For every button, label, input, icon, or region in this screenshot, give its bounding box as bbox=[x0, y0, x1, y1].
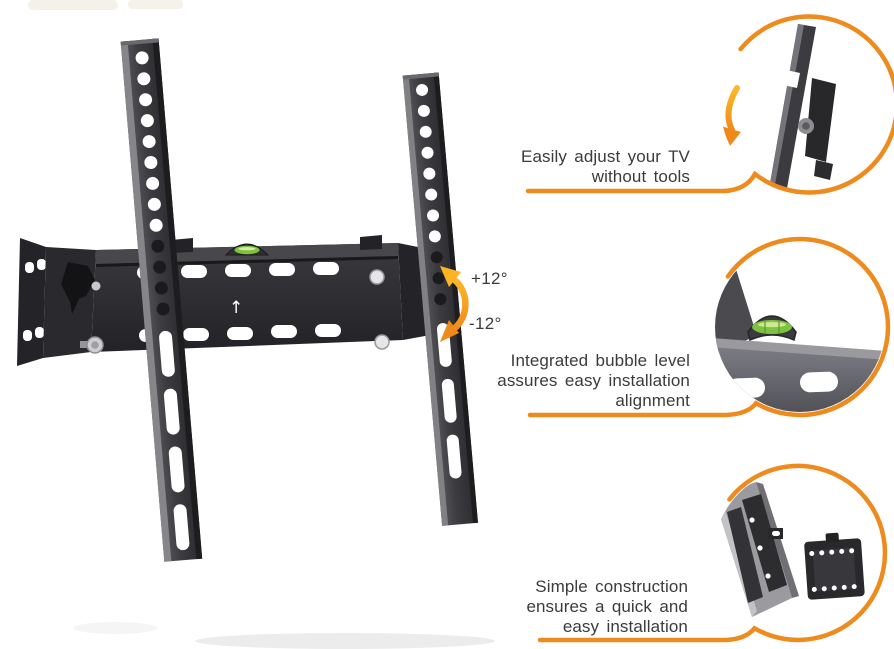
watermark bbox=[28, 0, 183, 10]
caption-line: assures easy installation bbox=[497, 371, 690, 390]
tilt-direction-arrow-icon bbox=[721, 85, 741, 146]
caption-line: easy installation bbox=[562, 617, 688, 636]
tilt-up-label: +12° bbox=[471, 269, 508, 288]
caption-line: Simple construction bbox=[535, 577, 688, 596]
small-wall-plate bbox=[804, 532, 865, 600]
caption-line: without tools bbox=[591, 167, 690, 186]
right-screws bbox=[369, 269, 390, 350]
tilt-down-label: -12° bbox=[469, 314, 502, 333]
callout-circle-adjust bbox=[525, 14, 894, 195]
caption-line: Easily adjust your TV bbox=[521, 147, 690, 166]
tilt-range-arrow bbox=[440, 266, 469, 342]
caption-line: Integrated bubble level bbox=[510, 351, 690, 370]
callout-caption-construction: Simple construction ensures a quick and … bbox=[526, 577, 688, 637]
left-vesa-rail bbox=[120, 38, 203, 562]
caption-line: alignment bbox=[615, 391, 690, 410]
tension-knob bbox=[61, 262, 101, 314]
callout-caption-bubble-level: Integrated bubble level assures easy ins… bbox=[497, 351, 690, 411]
exploded-view-photo bbox=[714, 482, 865, 617]
left-bolt bbox=[80, 336, 104, 354]
bubble-level-large-icon bbox=[747, 315, 797, 342]
product-shadow bbox=[195, 633, 495, 649]
callout-caption-adjust: Easily adjust your TV without tools bbox=[521, 147, 690, 187]
caption-line: ensures a quick and bbox=[526, 597, 688, 616]
callout-circle-construction bbox=[537, 463, 888, 643]
orientation-up-arrow-icon: ↑ bbox=[229, 298, 243, 318]
right-vesa-rail bbox=[402, 72, 478, 526]
main-product-photo: ↑ bbox=[17, 38, 495, 649]
bubble-level-icon bbox=[224, 243, 270, 256]
tilt-side-view-photo bbox=[769, 24, 836, 193]
